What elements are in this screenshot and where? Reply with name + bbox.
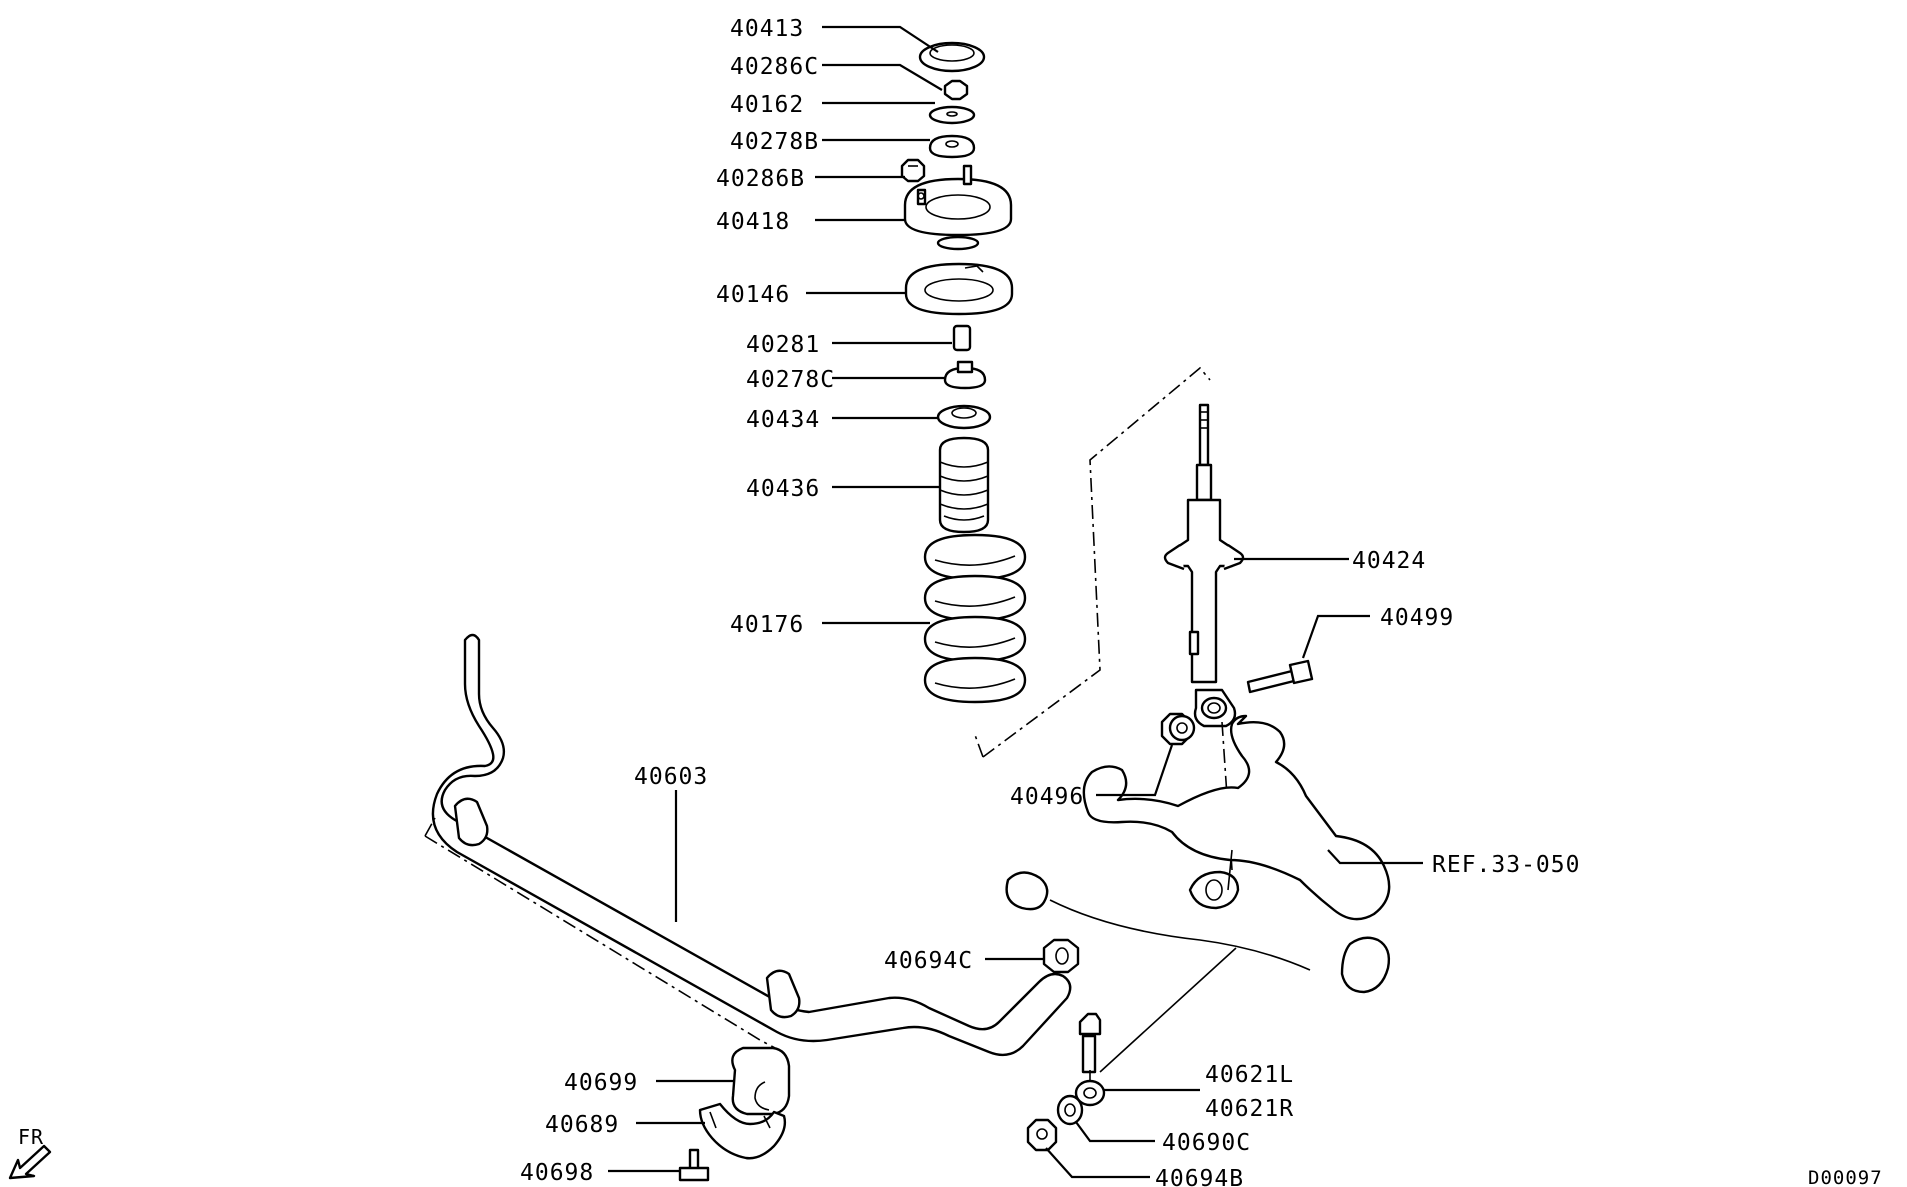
nut-shock xyxy=(1160,712,1196,746)
label-40286C: 40286C xyxy=(730,54,819,80)
nut-mount xyxy=(900,158,926,183)
assembly-outline-2 xyxy=(974,734,984,758)
bump-stopper-boot xyxy=(938,436,990,534)
stabilizer-outline xyxy=(424,835,776,1049)
label-40698: 40698 xyxy=(520,1160,594,1186)
label-40496: 40496 xyxy=(1010,784,1084,810)
drawing-code: D00097 xyxy=(1808,1167,1883,1187)
label-40286B: 40286B xyxy=(716,166,805,192)
stabilizer-outline-2 xyxy=(424,817,436,837)
label-40434: 40434 xyxy=(746,407,820,433)
washer xyxy=(928,105,976,125)
label-40413: 40413 xyxy=(730,16,804,42)
label-40162: 40162 xyxy=(730,92,804,118)
stabilizer-bar xyxy=(431,633,1072,1057)
bushing-nut-arm xyxy=(1042,938,1080,974)
stabilizer-bushing xyxy=(731,1046,791,1116)
label-40418: 40418 xyxy=(716,209,790,235)
assembly-outline xyxy=(982,366,1211,758)
lower-control-arm xyxy=(1005,714,1391,994)
label-40281: 40281 xyxy=(746,332,820,358)
label-40436: 40436 xyxy=(746,476,820,502)
leader-lines xyxy=(608,25,1423,1179)
washer-link xyxy=(1056,1094,1084,1126)
label-40278B: 40278B xyxy=(730,129,819,155)
bushing-upper xyxy=(928,134,976,159)
label-40621R: 40621R xyxy=(1205,1096,1294,1122)
label-40694C: 40694C xyxy=(884,948,973,974)
label-40699: 40699 xyxy=(564,1070,638,1096)
label-40689: 40689 xyxy=(545,1112,619,1138)
label-40499: 40499 xyxy=(1380,605,1454,631)
nut-link xyxy=(1026,1118,1058,1152)
label-40146: 40146 xyxy=(716,282,790,308)
stabilizer-clamp xyxy=(698,1102,787,1160)
label-40694B: 40694B xyxy=(1155,1166,1244,1187)
bushing-lower xyxy=(943,360,987,390)
label-40690C: 40690C xyxy=(1162,1130,1251,1156)
collar xyxy=(952,324,972,352)
label-40603: 40603 xyxy=(634,764,708,790)
nut-upper xyxy=(943,79,969,101)
strut-mount xyxy=(903,164,1013,251)
label-40278C: 40278C xyxy=(746,367,835,393)
bump-stopper-plate xyxy=(936,404,992,430)
label-40424: 40424 xyxy=(1352,548,1426,574)
link-connector-line xyxy=(1099,947,1237,1073)
stabilizer-link xyxy=(1074,1012,1106,1107)
clamp-bolt xyxy=(678,1148,710,1182)
front-direction-indicator: FR xyxy=(8,1125,52,1180)
label-ref-33-050: REF.33-050 xyxy=(1432,852,1580,878)
spring-seat-upper xyxy=(904,262,1014,316)
front-label: FR xyxy=(18,1125,44,1149)
label-40621L: 40621L xyxy=(1205,1062,1294,1088)
label-40176: 40176 xyxy=(730,612,804,638)
shock-absorber xyxy=(1163,403,1245,728)
coil-spring xyxy=(923,533,1027,704)
direction-arrow-icon xyxy=(8,1144,52,1180)
upper-strut-parts xyxy=(900,41,1027,704)
bolt-shock xyxy=(1246,659,1314,694)
